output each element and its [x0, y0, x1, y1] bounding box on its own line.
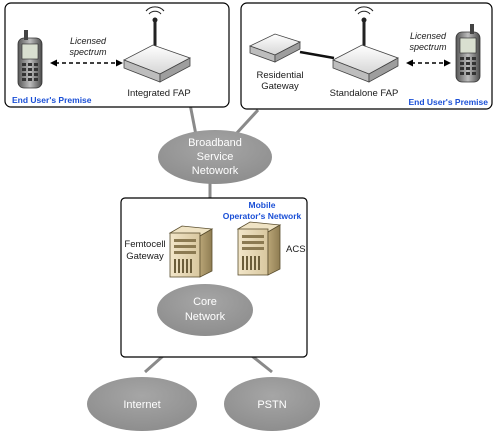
femtocell-gateway-server-icon: [168, 225, 214, 278]
left-spectrum-line2: spectrum: [69, 47, 107, 57]
link-gateway-fap: [299, 50, 335, 60]
broadband-line3: Netowork: [192, 165, 239, 177]
integrated-fap-label: Integrated FAP: [127, 88, 190, 99]
core-line2: Network: [185, 311, 226, 323]
broadband-line1: Broadband: [188, 137, 242, 149]
internet-network: Internet: [87, 377, 197, 431]
standalone-fap-label: Standalone FAP: [330, 88, 399, 99]
pstn-network: PSTN: [224, 377, 320, 431]
operator-label-line1: Mobile: [249, 200, 276, 210]
integrated-fap-icon: [123, 6, 191, 83]
licensed-spectrum-arrow: [50, 59, 123, 67]
core-line1: Core: [193, 296, 217, 308]
broadband-service-network: Broadband Service Netowork: [158, 130, 272, 184]
right-licensed-spectrum-arrow: [406, 59, 451, 67]
right-spectrum-line2: spectrum: [409, 42, 447, 52]
mobile-operator-network: Mobile Operator's Network Femtocell Gate…: [120, 197, 308, 358]
residential-gateway-line2: Gateway: [261, 81, 299, 92]
residential-gateway-icon: [248, 33, 302, 63]
right-premise-label: End User's Premise: [408, 97, 488, 107]
left-spectrum-line1: Licensed: [70, 36, 107, 46]
right-spectrum-line1: Licensed: [410, 31, 447, 41]
acs-label: ACS: [286, 244, 306, 255]
right-mobile-phone-icon: [455, 24, 481, 83]
standalone-fap-icon: [332, 6, 399, 83]
link-right-premise-broadband: [233, 108, 260, 137]
left-premise-border: [4, 2, 230, 108]
residential-gateway-line1: Residential: [257, 70, 304, 81]
internet-label: Internet: [123, 399, 160, 411]
acs-server-icon: [236, 221, 282, 276]
mobile-phone-icon: [17, 30, 43, 89]
link-left-premise-broadband: [188, 103, 198, 136]
left-premise: Licensed spectrum Integrated FAP End Use…: [4, 2, 230, 108]
femtocell-line2: Gateway: [126, 251, 164, 262]
femtocell-line1: Femtocell: [124, 239, 165, 250]
left-premise-label: End User's Premise: [12, 95, 92, 105]
operator-label-line2: Operator's Network: [223, 211, 302, 221]
right-premise: Residential Gateway Standalone FAP Licen…: [240, 2, 493, 110]
pstn-label: PSTN: [257, 399, 286, 411]
core-network: Core Network: [157, 284, 253, 336]
broadband-line2: Service: [197, 151, 234, 163]
